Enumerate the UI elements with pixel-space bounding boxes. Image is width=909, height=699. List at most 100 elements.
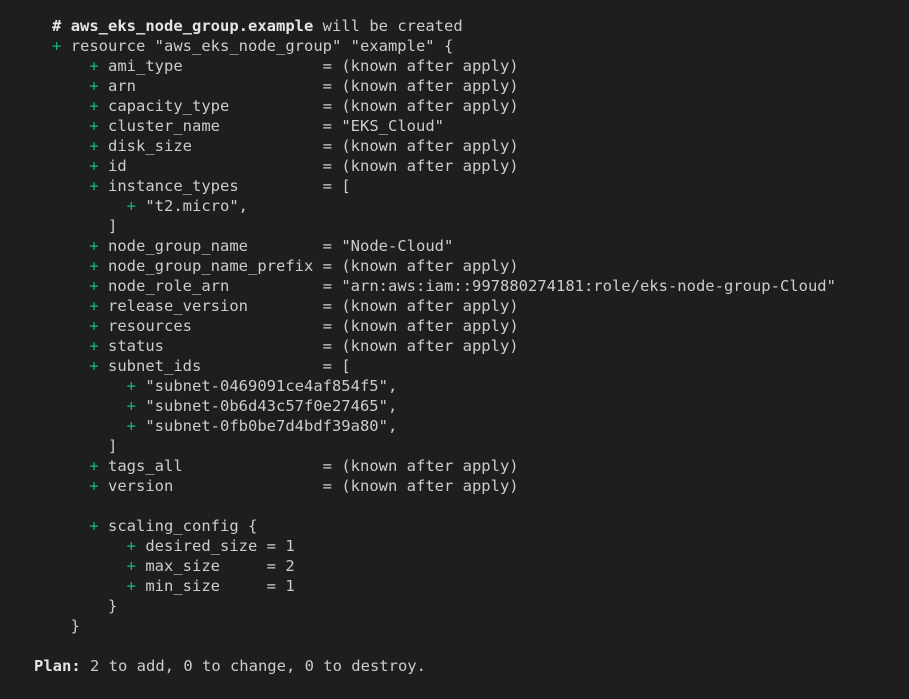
block-open: scaling_config {: [108, 517, 258, 535]
attribute-row: + node_role_arn = "arn:aws:iam::99788027…: [52, 276, 909, 296]
attr-pad: [136, 77, 313, 95]
resource-header: # aws_eks_node_group.example will be cre…: [52, 16, 909, 36]
attr-value: = (known after apply): [322, 297, 519, 315]
attr-pad: [248, 297, 313, 315]
attr-value: = (known after apply): [322, 317, 519, 335]
attr-key: node_group_name_prefix: [108, 257, 314, 275]
plus-sign: +: [52, 37, 62, 55]
plus-sign: +: [126, 197, 136, 215]
list-item-value: "t2.micro",: [145, 197, 248, 215]
attr-key: capacity_type: [108, 97, 230, 115]
plus-sign: +: [89, 77, 99, 95]
plus-sign: +: [89, 157, 99, 175]
plus-sign: +: [89, 517, 99, 535]
resource-declaration: resource "aws_eks_node_group" "example" …: [70, 37, 454, 55]
attr-pad: [229, 277, 313, 295]
list-close: ]: [52, 436, 909, 456]
resource-close: }: [52, 616, 909, 636]
attr-key: version: [108, 477, 174, 495]
attr-key: min_size: [145, 577, 220, 595]
attr-value: = (known after apply): [322, 157, 519, 175]
plus-sign: +: [89, 297, 99, 315]
plus-sign: +: [126, 577, 136, 595]
list-item: + "t2.micro",: [52, 196, 909, 216]
list-item-value: "subnet-0469091ce4af854f5",: [145, 377, 398, 395]
attribute-row: + arn = (known after apply): [52, 76, 909, 96]
attr-pad: [257, 537, 266, 555]
attribute-row: + resources = (known after apply): [52, 316, 909, 336]
attribute-row: + version = (known after apply): [52, 476, 909, 496]
close-bracket: ]: [108, 437, 118, 455]
blank-line: [52, 636, 909, 656]
scaling-config-open: + scaling_config {: [52, 516, 909, 536]
attr-value: = [: [322, 357, 351, 375]
attribute-row: + status = (known after apply): [52, 336, 909, 356]
attr-key: arn: [108, 77, 137, 95]
list-item: + "subnet-0fb0be7d4bdf39a80",: [52, 416, 909, 436]
plus-sign: +: [126, 417, 136, 435]
attr-value: = (known after apply): [322, 477, 519, 495]
attr-key: instance_types: [108, 177, 239, 195]
plus-sign: +: [89, 237, 99, 255]
plus-sign: +: [126, 557, 136, 575]
plus-sign: +: [89, 57, 99, 75]
attribute-row: + max_size = 2: [52, 556, 909, 576]
list-item: + "subnet-0469091ce4af854f5",: [52, 376, 909, 396]
plus-sign: +: [126, 537, 136, 555]
attribute-row: + id = (known after apply): [52, 156, 909, 176]
plus-sign: +: [89, 117, 99, 135]
attribute-row: + min_size = 1: [52, 576, 909, 596]
attr-pad: [248, 237, 313, 255]
attr-key: resources: [108, 317, 193, 335]
attr-value: = (known after apply): [322, 457, 519, 475]
attr-pad: [220, 117, 313, 135]
attr-key: status: [108, 337, 165, 355]
list-item-value: "subnet-0fb0be7d4bdf39a80",: [145, 417, 398, 435]
plus-sign: +: [89, 137, 99, 155]
attr-pad: [220, 577, 267, 595]
plus-sign: +: [89, 337, 99, 355]
plan-text: 2 to add, 0 to change, 0 to destroy.: [80, 657, 426, 675]
attr-key: node_group_name: [108, 237, 248, 255]
attr-value: = 2: [266, 557, 295, 575]
attribute-row: + disk_size = (known after apply): [52, 136, 909, 156]
block-close: }: [108, 597, 118, 615]
plus-sign: +: [89, 277, 99, 295]
attr-value: = "EKS_Cloud": [322, 117, 444, 135]
plus-sign: +: [126, 397, 136, 415]
scaling-config-close: }: [52, 596, 909, 616]
attribute-row: + desired_size = 1: [52, 536, 909, 556]
list-item-value: "subnet-0b6d43c57f0e27465",: [145, 397, 398, 415]
plan-summary: Plan: 2 to add, 0 to change, 0 to destro…: [34, 656, 909, 676]
attribute-row: + subnet_ids = [: [52, 356, 909, 376]
plan-label: Plan:: [34, 657, 81, 675]
attr-key: max_size: [145, 557, 220, 575]
plus-sign: +: [89, 357, 99, 375]
attr-key: id: [108, 157, 127, 175]
attr-pad: [192, 137, 313, 155]
close-bracket: ]: [108, 217, 118, 235]
plus-sign: +: [89, 317, 99, 335]
blank-line: [52, 496, 909, 516]
attr-pad: [127, 157, 314, 175]
list-close: ]: [52, 216, 909, 236]
header-action: will be created: [322, 17, 463, 35]
attr-pad: [192, 317, 313, 335]
attr-key: cluster_name: [108, 117, 220, 135]
attr-pad: [173, 477, 313, 495]
attr-value: = (known after apply): [322, 257, 519, 275]
plus-sign: +: [126, 377, 136, 395]
attr-pad: [201, 357, 313, 375]
attribute-row: + tags_all = (known after apply): [52, 456, 909, 476]
attr-value: = (known after apply): [322, 77, 519, 95]
attr-value: = (known after apply): [322, 97, 519, 115]
attr-key: subnet_ids: [108, 357, 202, 375]
attribute-row: + instance_types = [: [52, 176, 909, 196]
plus-sign: +: [89, 477, 99, 495]
attribute-row: + capacity_type = (known after apply): [52, 96, 909, 116]
plus-sign: +: [89, 97, 99, 115]
attr-value: = 1: [266, 577, 295, 595]
plus-sign: +: [89, 177, 99, 195]
attr-key: release_version: [108, 297, 248, 315]
attribute-row: + node_group_name_prefix = (known after …: [52, 256, 909, 276]
